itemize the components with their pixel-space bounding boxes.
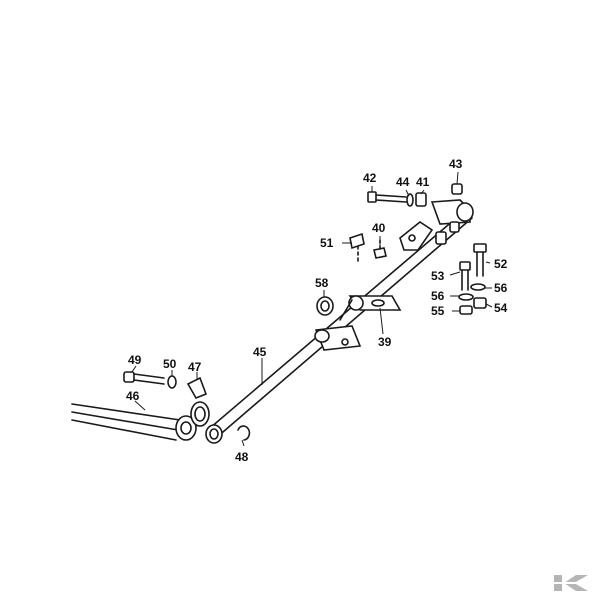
part-label-47: 47: [188, 360, 202, 374]
part-label-58: 58: [315, 276, 329, 290]
washer-44: [406, 193, 414, 207]
part-label-55: 55: [431, 304, 445, 318]
upper-bracket: [399, 199, 474, 251]
leader-lines: [131, 171, 493, 447]
part-label-48: 48: [235, 450, 249, 464]
nut-55: [459, 305, 473, 315]
nut-43: [451, 183, 463, 195]
shaft-end: [205, 424, 223, 444]
bolt-49: [123, 371, 165, 385]
part-label-54: 54: [494, 301, 508, 315]
collar-plate: [314, 325, 362, 351]
bolt-42: [367, 191, 407, 203]
part-label-56-right: 56: [494, 281, 508, 295]
bolt-53: [459, 261, 471, 291]
part-label-52: 52: [494, 257, 508, 271]
lock-washer-50: [167, 375, 177, 389]
clip-47: [186, 376, 208, 400]
part-label-49: 49: [128, 353, 142, 367]
part-label-53: 53: [431, 269, 445, 283]
part-label-39: 39: [378, 335, 392, 349]
bushing-58: [316, 296, 334, 316]
part-label-45: 45: [253, 345, 267, 359]
part-label-43: 43: [449, 157, 463, 171]
part-label-40: 40: [372, 221, 386, 235]
nut-41: [415, 192, 427, 207]
part-label-51: 51: [320, 236, 334, 250]
part-label-56-left: 56: [431, 289, 445, 303]
main-axle-shaft: [209, 207, 473, 439]
bolt-52: [473, 243, 487, 277]
part-label-41: 41: [416, 175, 430, 189]
k-brand-logo-icon: [554, 575, 588, 591]
shaft-bracket: [339, 295, 402, 321]
nut-54: [473, 297, 487, 309]
part-label-42: 42: [363, 171, 377, 185]
part-label-50: 50: [163, 357, 177, 371]
circlip-48: [237, 425, 251, 441]
part-label-44: 44: [396, 175, 410, 189]
washer-56-lower: [458, 293, 474, 301]
clevis-pin-51: [349, 232, 365, 263]
washer-56-upper: [470, 283, 486, 291]
part-label-46: 46: [126, 389, 140, 403]
part-number-labels: 42 44 41 43 40 51 52 53 56 56 55 54 58 3…: [126, 157, 508, 464]
spring-arm-46: [71, 401, 210, 441]
